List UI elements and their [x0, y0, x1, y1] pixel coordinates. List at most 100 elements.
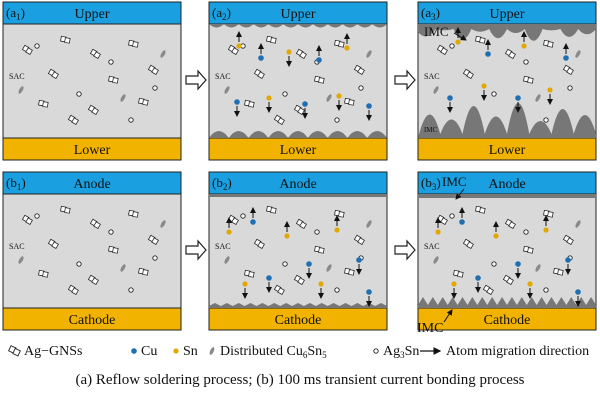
cu-atom	[366, 103, 372, 109]
ag3sn-particle	[523, 229, 529, 235]
ag-gnss-particle	[482, 284, 494, 296]
ag-gnss-particle	[138, 267, 149, 276]
cathode-imc-layer	[209, 303, 387, 308]
ag-gnss-particle	[87, 274, 99, 286]
solder-body	[2, 1, 182, 161]
sn-atom	[336, 93, 342, 99]
panel-tag: (a1)	[6, 5, 25, 22]
cu-atom	[515, 95, 521, 101]
sn-atom	[435, 229, 441, 235]
cu6sn5-particle	[575, 220, 581, 228]
sn-atom	[543, 227, 549, 233]
ag-gnss-particle	[60, 205, 71, 214]
ag-gnss-particle	[89, 218, 101, 230]
sn-atom	[451, 281, 457, 287]
bottom-label: Lower	[280, 143, 317, 158]
cu6sn5-particle	[575, 50, 581, 58]
solder-body	[2, 171, 182, 331]
ag3sn-particle	[543, 117, 549, 123]
ag-gnss-particle	[562, 64, 574, 76]
cu6sn5-particle	[224, 256, 230, 264]
bottom-label: Lower	[489, 143, 526, 158]
ag3sn-particle	[152, 85, 158, 91]
cu6sn5-particle	[366, 50, 372, 58]
sn-atom	[242, 281, 248, 287]
sn-atom	[521, 43, 527, 49]
bottom-electrode	[2, 307, 182, 331]
sn-atom	[284, 233, 290, 239]
ag-gnss-particle	[21, 214, 33, 226]
cu-atom	[565, 257, 571, 263]
ag-gnss-particle	[344, 267, 355, 276]
panel-tag: (a3)	[421, 5, 440, 22]
lower-imc-layer	[418, 103, 596, 138]
imc-label: IMC	[417, 321, 443, 336]
ag-gnss-particle	[462, 68, 474, 80]
cu6sn5-particle	[120, 94, 126, 102]
ag-gnss-particle	[314, 245, 325, 254]
ag-gnss-particle	[266, 205, 277, 214]
cu6sn5-particle	[366, 220, 372, 228]
ag-gnss-particle	[502, 274, 514, 286]
ag3sn-particle	[373, 348, 379, 354]
ag-gnss-particle	[353, 64, 365, 76]
bottom-label: Cathode	[69, 313, 116, 328]
bottom-label: Cathode	[275, 313, 322, 328]
top-label: Anode	[279, 177, 316, 192]
sn-atom	[455, 39, 461, 45]
ag3sn-particle	[76, 261, 82, 267]
ag-gnss-particle	[562, 234, 574, 246]
ag-gnss-particle	[147, 234, 159, 246]
imc-label: IMC	[442, 174, 467, 189]
ag-gnss-particle	[21, 44, 33, 56]
ag-gnss-particle	[67, 284, 79, 296]
cu-atom	[258, 55, 264, 61]
top-label: Anode	[488, 177, 525, 192]
ag-gnss-particle	[253, 68, 265, 80]
cu-atom	[575, 289, 581, 295]
cu6sn5-particle	[326, 94, 332, 102]
ag-gnss-particle	[128, 39, 139, 48]
ag-gnss-particle	[138, 97, 149, 106]
ag-gnss-particle	[147, 64, 159, 76]
ag-gnss-particle	[504, 48, 516, 60]
legend-atom-migration: Atom migration direction	[446, 344, 589, 359]
ag-gnss-particle	[253, 238, 265, 250]
ag-gnss-particle	[266, 35, 277, 44]
top-label: Upper	[490, 7, 525, 22]
cu-atom	[563, 55, 569, 61]
ag-gnss-particle	[295, 48, 307, 60]
ag-gnss-particle	[108, 75, 119, 84]
ag-gnss-particle	[462, 238, 474, 250]
process-step-arrow	[394, 69, 416, 91]
ag-gnss-particle	[60, 35, 71, 44]
ag-gnss-particle	[273, 284, 285, 296]
ag3sn-particle	[567, 85, 573, 91]
sac-label: SAC	[424, 72, 440, 81]
sn-atom	[527, 281, 533, 287]
figure-caption: (a) Reflow soldering process; (b) 100 ms…	[75, 372, 525, 388]
cu6sn5-particle	[224, 86, 230, 94]
ag-gnss-particle	[293, 104, 305, 116]
imc-pointer-arrow	[455, 188, 465, 200]
sn-atom	[318, 281, 324, 287]
legend-ag3sn: Ag3Sn	[383, 344, 419, 360]
ag-gnss-particle	[295, 218, 307, 230]
sn-atom	[481, 83, 487, 89]
cu6sn5-particle	[160, 220, 166, 228]
top-label: Upper	[281, 7, 316, 22]
ag3sn-particle	[358, 85, 364, 91]
ag-gnss-particle	[475, 35, 486, 44]
ag-gnss-particle	[523, 245, 534, 254]
anode-imc-layer	[418, 194, 596, 198]
ag-gnss-particle	[67, 114, 79, 126]
ag-gnss-particle	[543, 39, 554, 48]
cu-atom	[131, 348, 137, 354]
lower-imc-layer	[204, 131, 387, 138]
ag-gnss-particle	[334, 39, 345, 48]
ag3sn-particle	[543, 287, 549, 293]
anode-imc-layer	[209, 194, 387, 197]
